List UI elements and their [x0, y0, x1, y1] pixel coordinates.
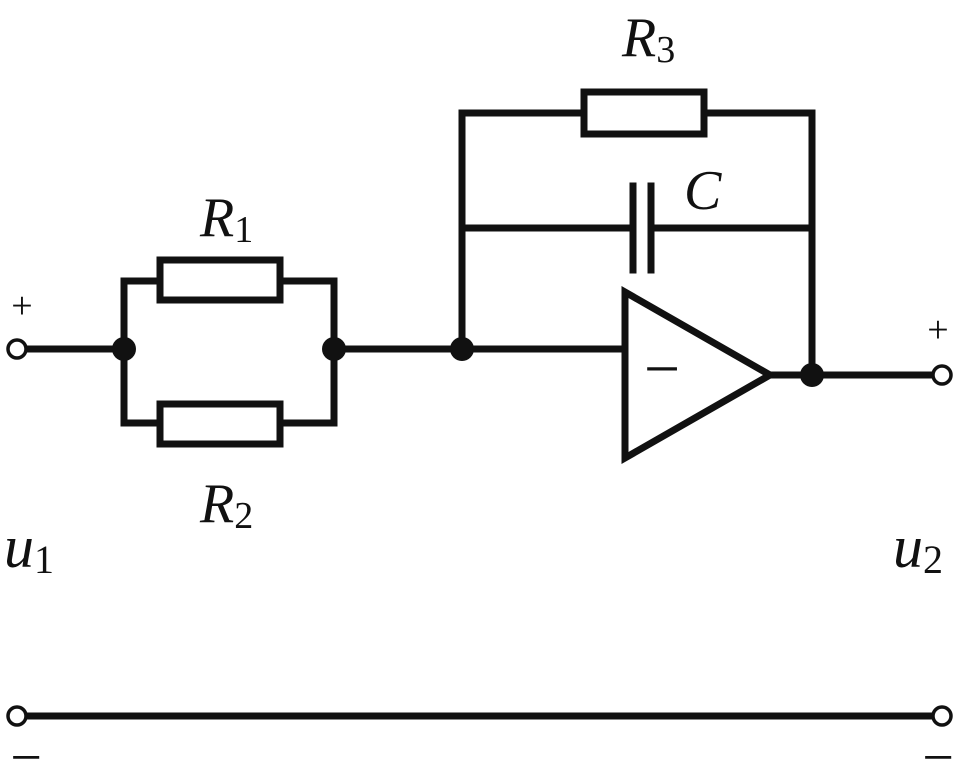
wire-feedback-r3-right — [700, 109, 816, 379]
output-plus-sign: + — [927, 309, 948, 351]
label-r1: R1 — [199, 187, 253, 251]
label-r3: R3 — [621, 7, 675, 71]
output-minus-sign: − — [922, 727, 954, 765]
junction-node-output — [800, 363, 824, 387]
label-c: C — [684, 160, 722, 222]
wire-r1-branch — [120, 277, 338, 353]
resistor-r1 — [156, 256, 284, 304]
input-plus-sign: + — [11, 285, 32, 327]
resistor-r2 — [156, 400, 284, 448]
junction-node-inverting — [450, 337, 474, 361]
wire-r2-branch — [120, 345, 338, 427]
junction-node-parallel-right — [322, 337, 346, 361]
opamp-inverting-sign: − — [644, 333, 680, 404]
junction-node-input — [112, 337, 136, 361]
terminal-output-minus — [931, 705, 953, 727]
terminal-input-plus — [6, 338, 28, 360]
wire-feedback-left — [458, 109, 588, 353]
terminal-input-minus — [6, 705, 28, 727]
resistor-r3 — [580, 88, 708, 138]
input-minus-sign: − — [10, 727, 42, 765]
opamp-triangle — [621, 285, 778, 465]
terminal-output-plus — [931, 364, 953, 386]
label-u1: u1 — [4, 514, 54, 582]
label-u2: u2 — [893, 514, 943, 582]
label-r2: R2 — [199, 473, 253, 537]
